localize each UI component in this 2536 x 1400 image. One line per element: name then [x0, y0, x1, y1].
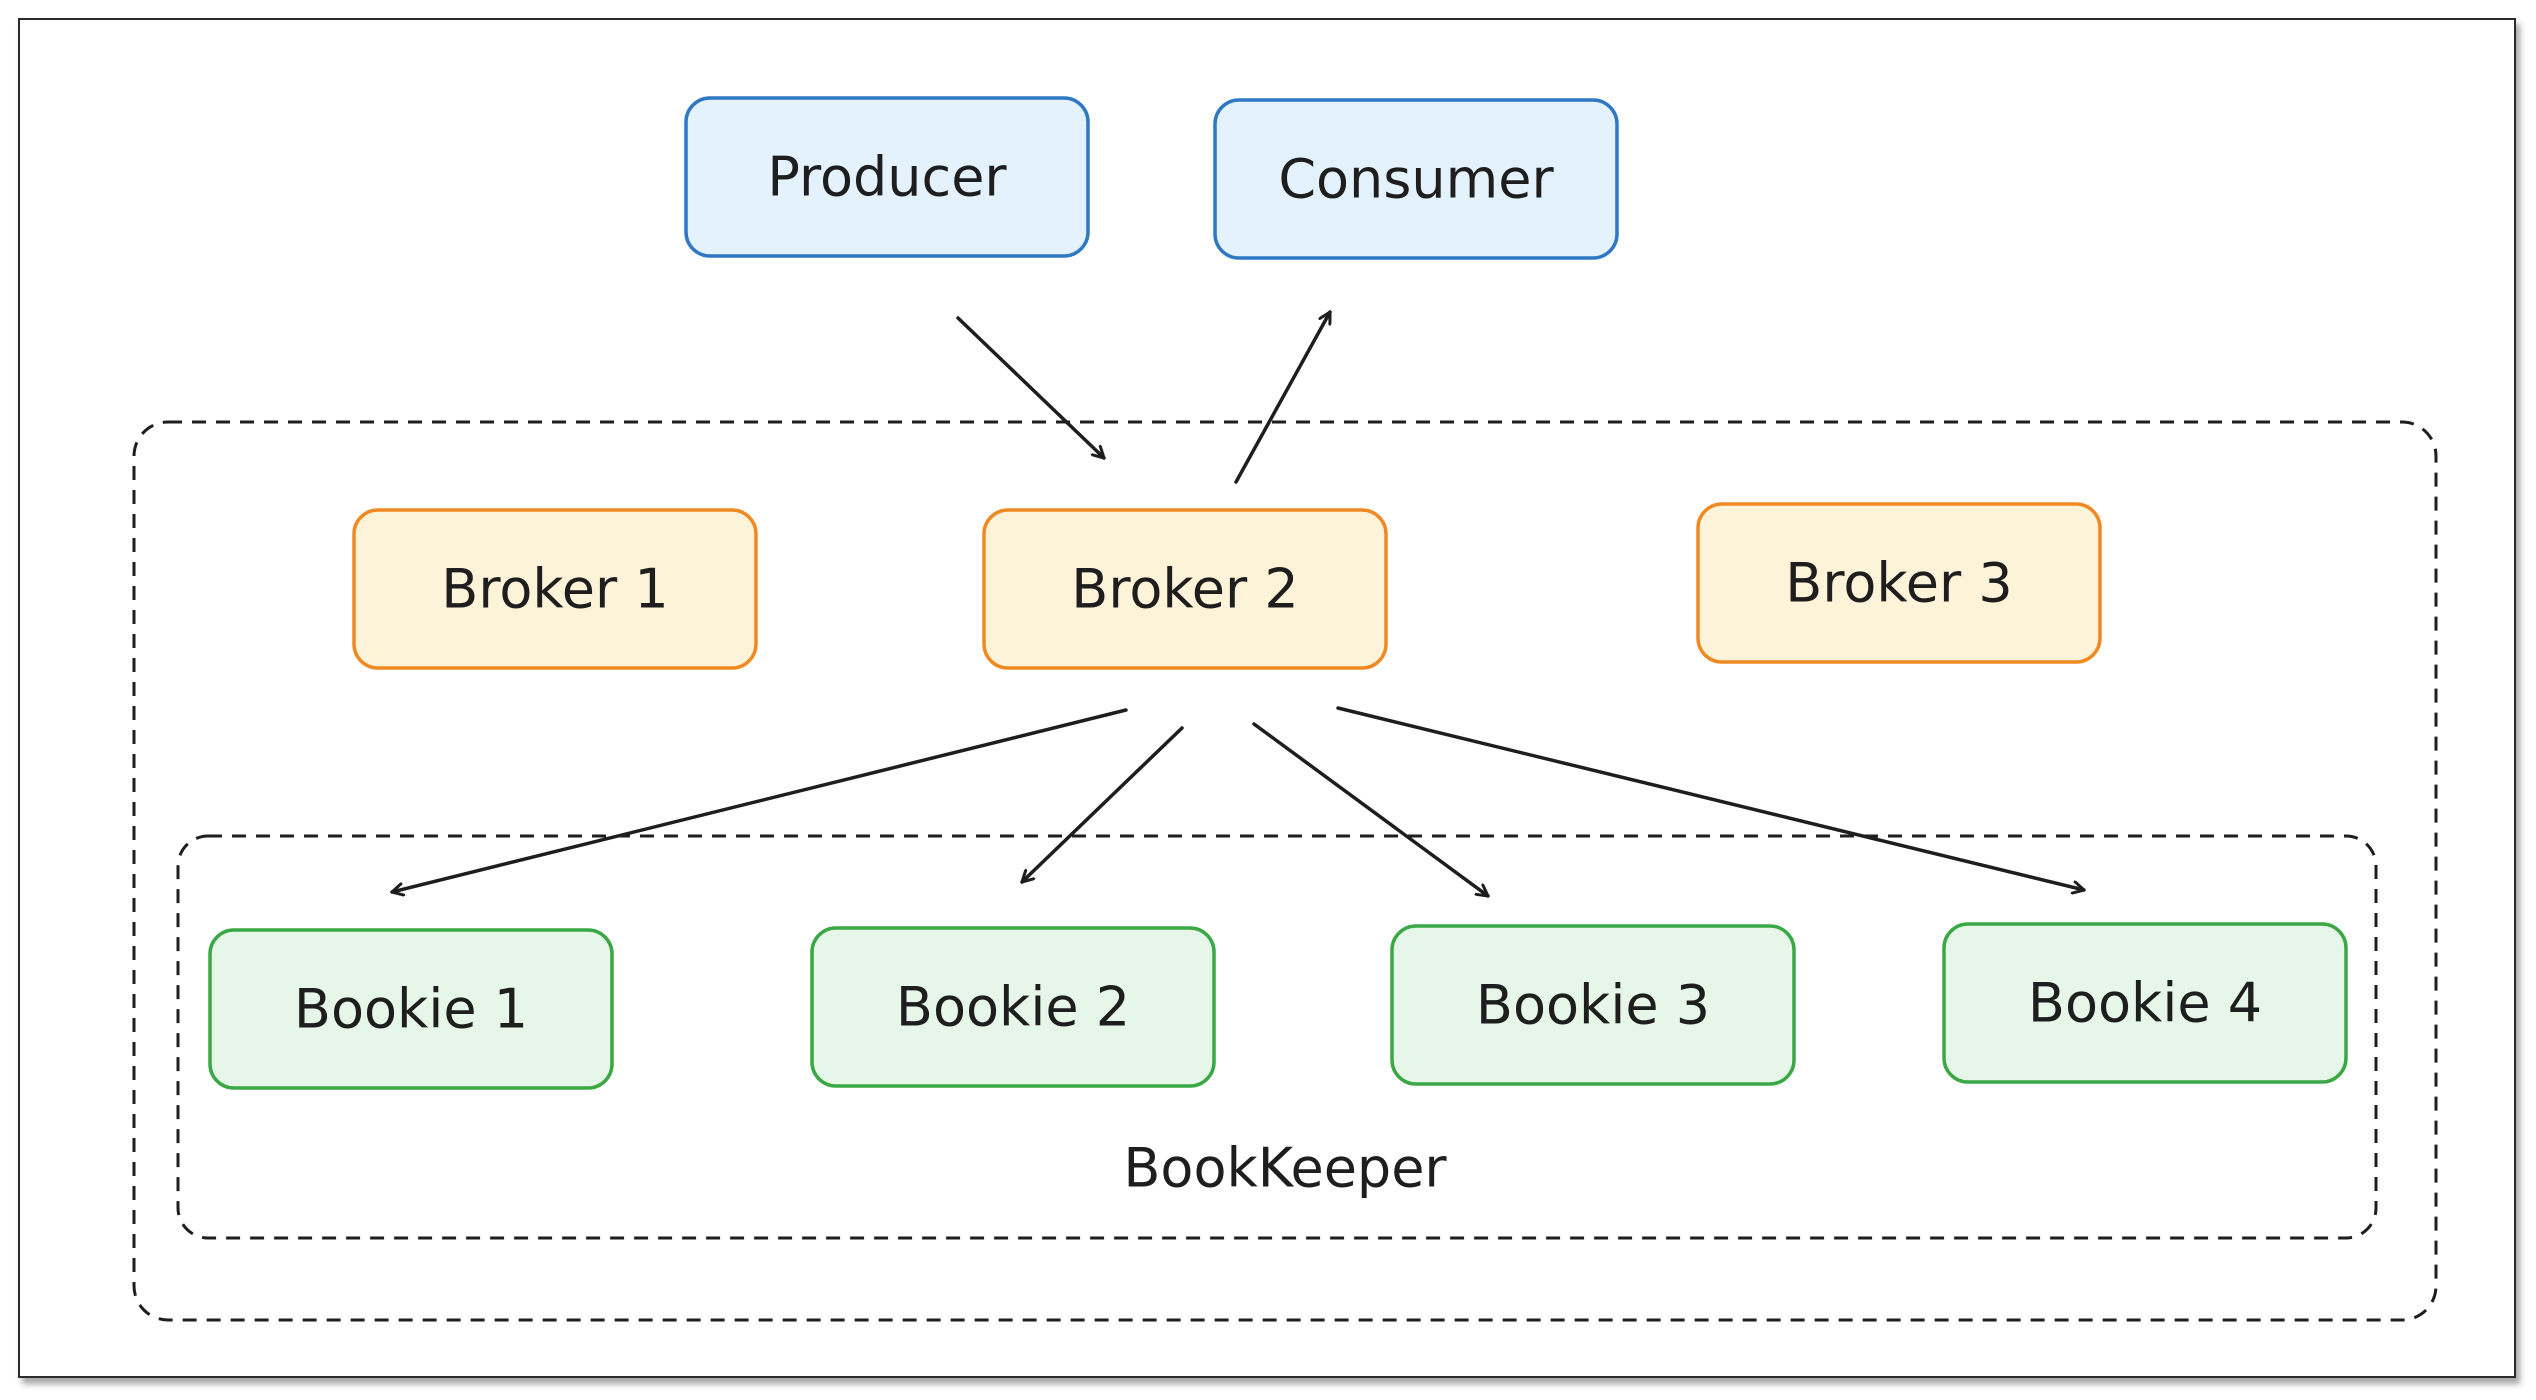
- bookie-2-label: Bookie 2: [896, 976, 1130, 1039]
- bookkeeper-label: BookKeeper: [1123, 1137, 1447, 1200]
- arrow-producer-to-broker-2: [956, 316, 1106, 460]
- broker-1-node[interactable]: Broker 1: [352, 508, 758, 670]
- consumer-node[interactable]: Consumer: [1213, 98, 1619, 260]
- broker-2-label: Broker 2: [1071, 558, 1298, 621]
- broker-1-label: Broker 1: [441, 558, 668, 621]
- bookkeeper-boundary: [176, 834, 2378, 1240]
- bookie-3-label: Bookie 3: [1476, 974, 1710, 1037]
- bookie-4-label: Bookie 4: [2028, 972, 2262, 1035]
- consumer-label: Consumer: [1278, 148, 1554, 211]
- broker-2-node[interactable]: Broker 2: [982, 508, 1388, 670]
- bookie-1-node[interactable]: Bookie 1: [208, 928, 614, 1090]
- broker-3-label: Broker 3: [1785, 552, 2012, 615]
- arrow-broker-2-to-bookie-4: [1336, 706, 2086, 890]
- producer-label: Producer: [767, 146, 1007, 209]
- broker-3-node[interactable]: Broker 3: [1696, 502, 2102, 664]
- arrow-broker-2-to-bookie-2: [1020, 726, 1184, 884]
- bookie-2-node[interactable]: Bookie 2: [810, 926, 1216, 1088]
- arrow-broker-2-to-bookie-3: [1252, 722, 1490, 898]
- bookie-4-node[interactable]: Bookie 4: [1942, 922, 2348, 1084]
- bookie-3-node[interactable]: Bookie 3: [1390, 924, 1796, 1086]
- producer-node[interactable]: Producer: [684, 96, 1090, 258]
- arrow-broker-2-to-bookie-1: [390, 708, 1128, 892]
- arrow-broker-2-to-consumer: [1234, 310, 1332, 484]
- bookie-1-label: Bookie 1: [294, 978, 528, 1041]
- broker-cluster-boundary: [132, 420, 2438, 1322]
